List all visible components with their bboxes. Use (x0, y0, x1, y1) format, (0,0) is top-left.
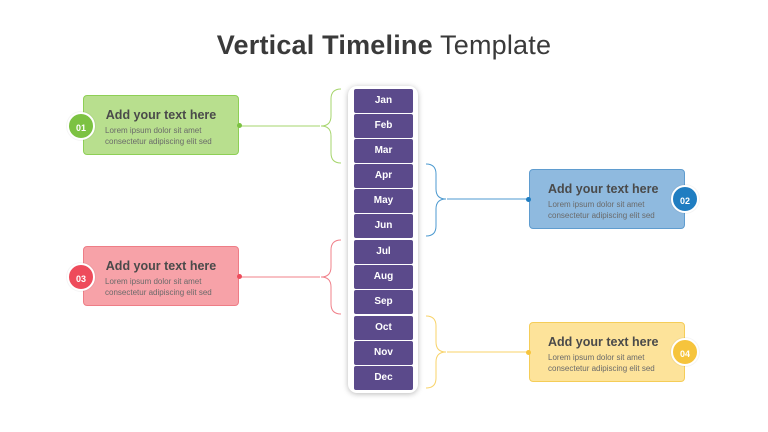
card-03-body: Lorem ipsum dolor sit amet consectetur a… (105, 277, 212, 298)
card-01-heading: Add your text here (105, 108, 217, 122)
title-bold: Vertical Timeline (216, 30, 433, 60)
page-title: Vertical Timeline Template (0, 30, 768, 61)
card-02-body: Lorem ipsum dolor sit amet consectetur a… (548, 200, 655, 221)
month-feb: Feb (354, 114, 413, 138)
title-light: Template (440, 30, 552, 60)
card-01-line1: Lorem ipsum dolor sit amet (105, 126, 202, 135)
month-sep: Sep (354, 290, 413, 314)
connector-dot-04 (526, 350, 531, 355)
card-04[interactable]: Add your text here Lorem ipsum dolor sit… (529, 322, 685, 382)
card-02-line1: Lorem ipsum dolor sit amet (548, 200, 645, 209)
connector-01 (241, 88, 342, 164)
card-02-line2: consectetur adipiscing elit sed (548, 210, 655, 220)
card-01-body: Lorem ipsum dolor sit amet consectetur a… (105, 126, 212, 147)
connector-04 (425, 315, 528, 389)
badge-02: 02 (671, 185, 699, 213)
card-04-heading: Add your text here (548, 335, 659, 349)
card-03-line2: consectetur adipiscing elit sed (105, 287, 212, 297)
month-dec: Dec (354, 366, 413, 390)
month-apr: Apr (354, 164, 413, 188)
month-aug: Aug (354, 265, 413, 289)
card-04-line1: Lorem ipsum dolor sit amet (548, 353, 645, 362)
badge-03: 03 (67, 263, 95, 291)
card-03-heading: Add your text here (105, 259, 217, 273)
connector-dot-01 (237, 123, 242, 128)
card-03[interactable]: Add your text here Lorem ipsum dolor sit… (83, 246, 239, 306)
month-jun: Jun (354, 214, 413, 238)
connector-02 (425, 163, 528, 237)
month-may: May (354, 189, 413, 213)
card-01[interactable]: Add your text here Lorem ipsum dolor sit… (83, 95, 239, 155)
month-mar: Mar (354, 139, 413, 163)
badge-01: 01 (67, 112, 95, 140)
card-01-line2: consectetur adipiscing elit sed (105, 136, 212, 146)
card-02[interactable]: Add your text here Lorem ipsum dolor sit… (529, 169, 685, 229)
month-nov: Nov (354, 341, 413, 365)
month-jul: Jul (354, 240, 413, 264)
badge-04: 04 (671, 338, 699, 366)
card-04-body: Lorem ipsum dolor sit amet consectetur a… (548, 353, 655, 374)
month-oct: Oct (354, 316, 413, 340)
connector-03 (241, 239, 342, 315)
card-02-heading: Add your text here (548, 182, 659, 196)
card-04-line2: consectetur adipiscing elit sed (548, 363, 655, 373)
connector-dot-02 (526, 197, 531, 202)
card-03-line1: Lorem ipsum dolor sit amet (105, 277, 202, 286)
month-jan: Jan (354, 89, 413, 113)
connector-dot-03 (237, 274, 242, 279)
